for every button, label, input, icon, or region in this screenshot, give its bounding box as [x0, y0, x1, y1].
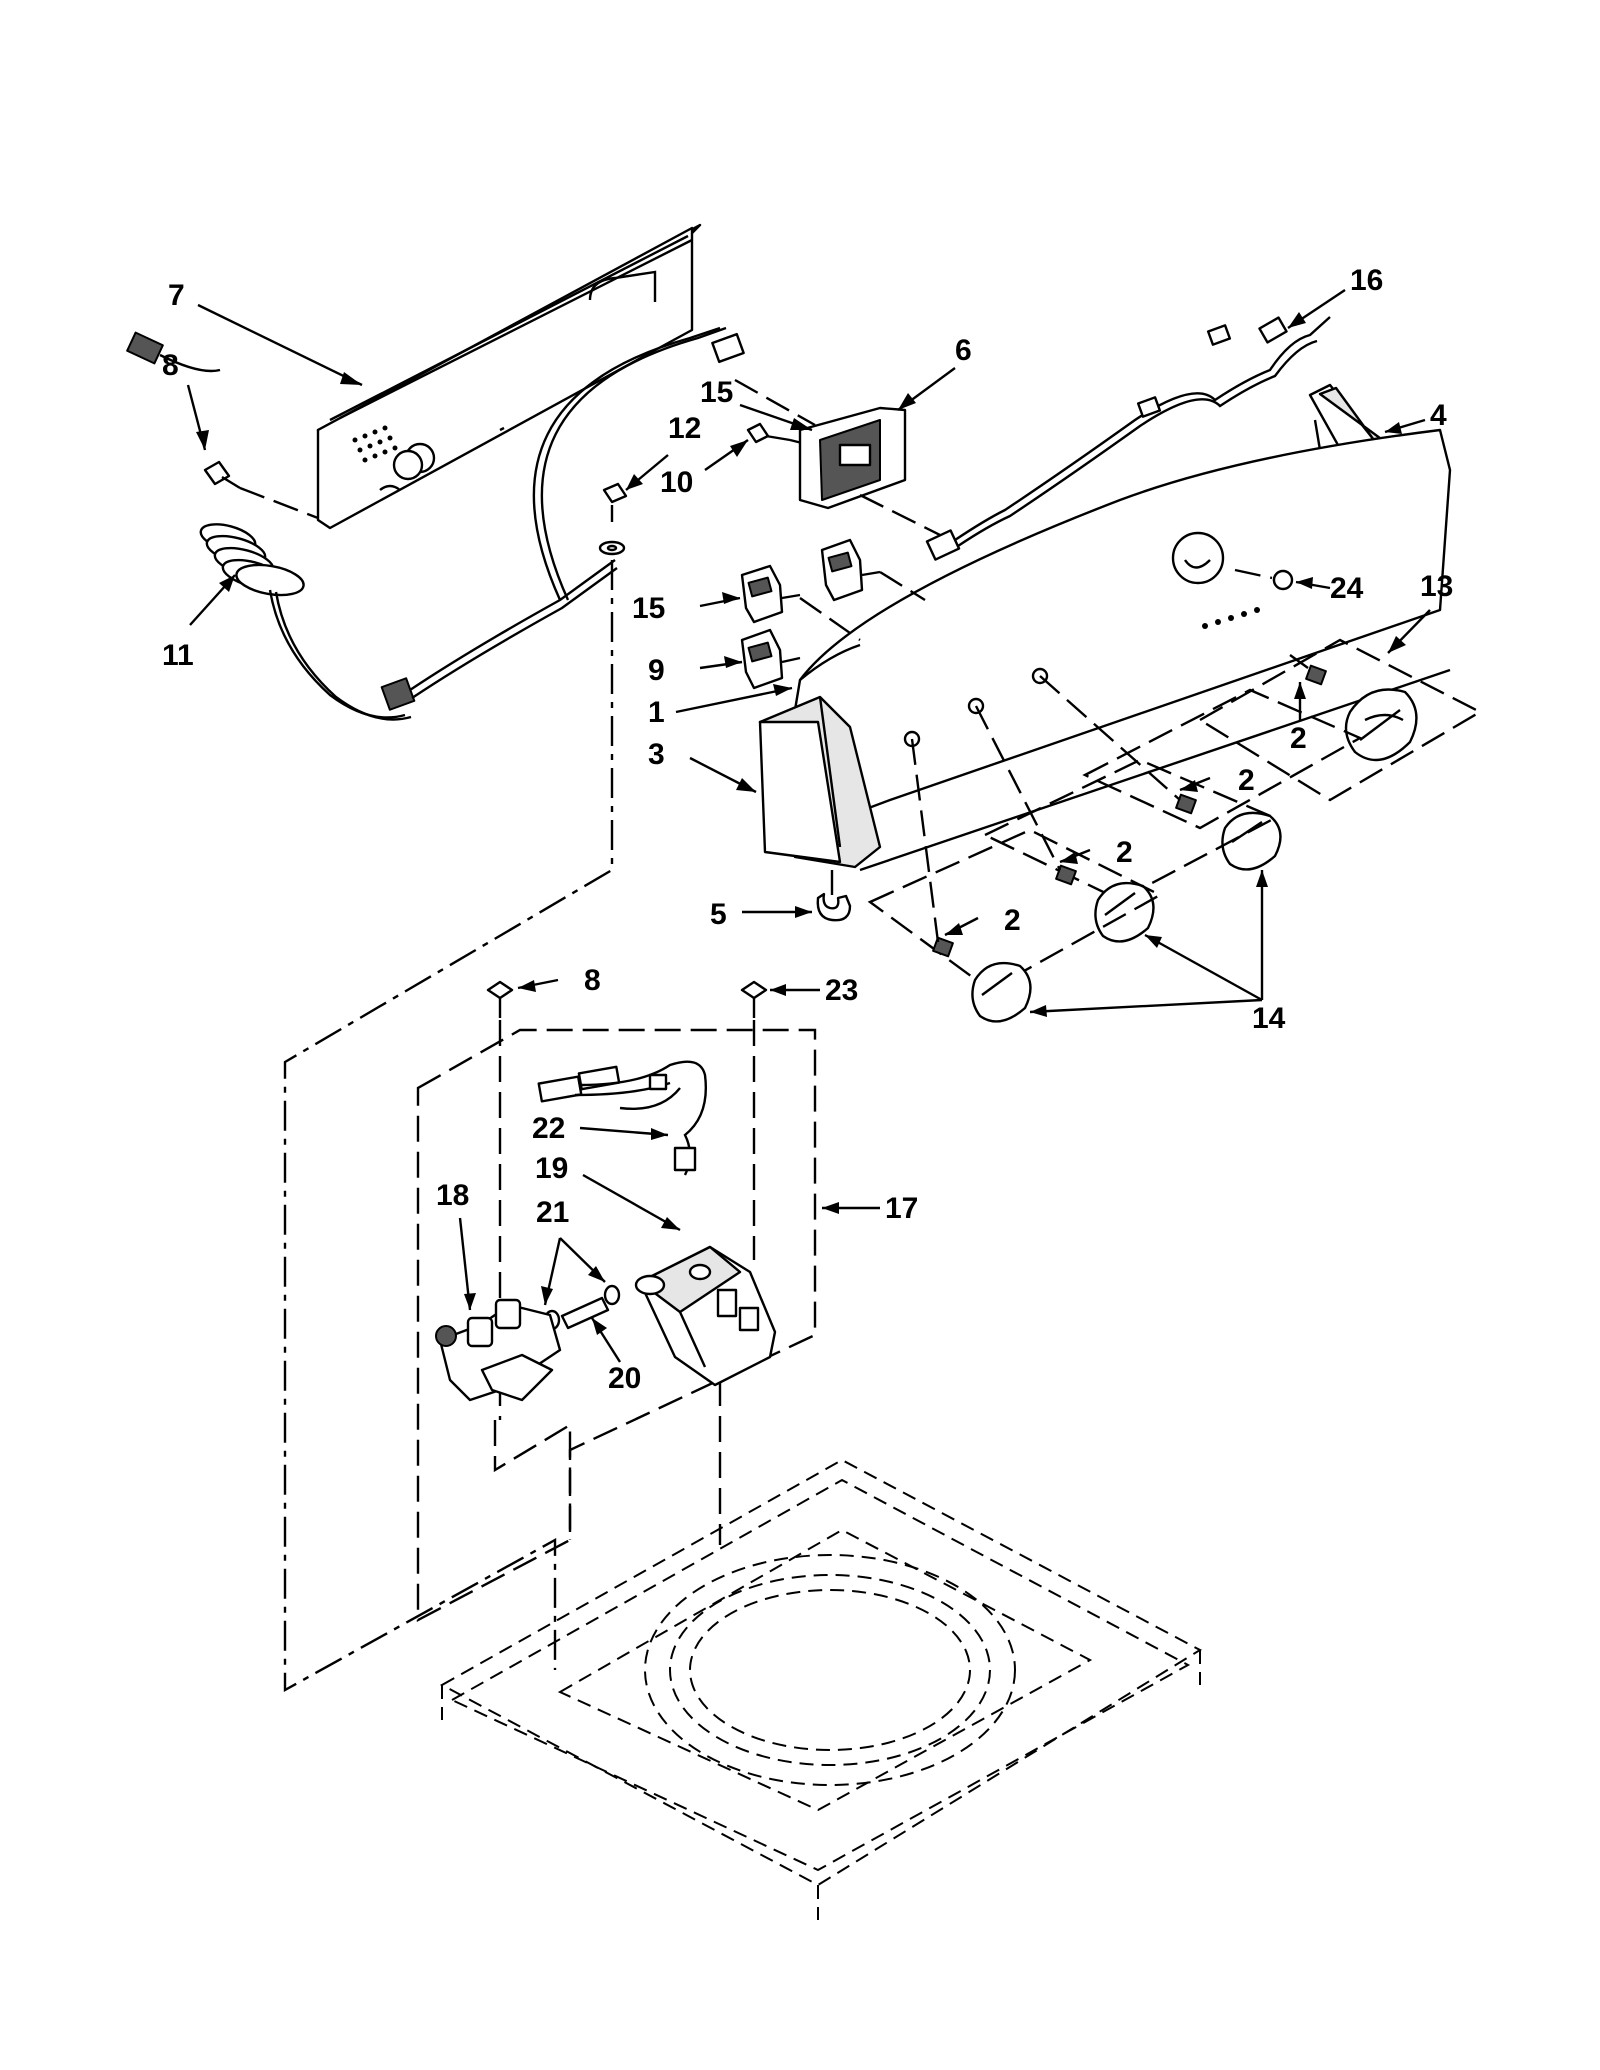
callout-8: 8: [584, 964, 601, 997]
cabinet-base-phantom: [439, 1458, 1203, 1920]
callout-8: 8: [162, 349, 179, 382]
callout-3: 3: [648, 738, 665, 771]
callout-4: 4: [1430, 399, 1447, 432]
part-15-switch-lower: [740, 564, 861, 641]
routing-line-12: [283, 560, 614, 1693]
part-8-screw-top: [203, 460, 319, 520]
harness-wire-7: [532, 326, 745, 601]
callout-16: 16: [1350, 264, 1383, 297]
callout-2: 2: [1116, 836, 1133, 869]
callout-15: 15: [700, 376, 733, 409]
callout-2: 2: [1290, 722, 1307, 755]
part-14-knob-group-3: [867, 738, 1163, 1023]
callout-18: 18: [436, 1179, 469, 1212]
part-5-clip: [816, 870, 852, 922]
part-22-harness: [537, 1060, 707, 1176]
callout-9: 9: [648, 654, 665, 687]
callout-1: 1: [648, 696, 665, 729]
callout-6: 6: [955, 334, 972, 367]
part-18-water-valve: [435, 1298, 562, 1402]
callout-22: 22: [532, 1112, 565, 1145]
leader-lines: [186, 289, 1431, 1363]
callout-5: 5: [710, 898, 727, 931]
part-7-rear-panel: [316, 223, 702, 530]
part-16-wire-harness: [925, 316, 1331, 561]
part-19-dispenser: [634, 1245, 777, 1387]
callout-2: 2: [1238, 764, 1255, 797]
routing-line-17: [493, 1420, 572, 1540]
indicator-lights: [1202, 607, 1260, 629]
callout-11: 11: [162, 639, 194, 672]
part-23-screw: [740, 980, 768, 1260]
part-1-console: [783, 428, 1452, 872]
part-6-control-board: [734, 378, 951, 542]
part-15-switch-upper: [820, 538, 926, 602]
callout-19: 19: [535, 1152, 568, 1185]
callout-2: 2: [1004, 904, 1021, 937]
part-10-screw: [746, 422, 811, 447]
part-14-knob-group-1: [1039, 675, 1363, 871]
callout-13: 13: [1420, 570, 1453, 603]
part-12-screw-washer: [598, 482, 628, 556]
callout-12: 12: [668, 412, 701, 445]
callout-14: 14: [1252, 1002, 1286, 1035]
part-20-hose: [560, 1296, 610, 1330]
part-24-button: [1234, 568, 1294, 591]
vent-holes: [352, 425, 398, 463]
callout-24: 24: [1330, 572, 1364, 605]
part-11-power-cord: [126, 331, 618, 721]
callout-20: 20: [608, 1362, 641, 1395]
callout-labels: 7 8 11 12 10 6 16 4 15 15 9 1 3 24 13 2 …: [162, 264, 1453, 1395]
callout-23: 23: [825, 974, 858, 1007]
callout-21: 21: [536, 1196, 569, 1229]
callout-15: 15: [632, 592, 665, 625]
callout-10: 10: [660, 466, 693, 499]
callout-7: 7: [168, 279, 185, 312]
part-14-knob-group-2: [974, 705, 1278, 943]
part-9-switch: [740, 628, 801, 690]
part-13-knob-group: [1197, 638, 1483, 802]
part-17-assembly-outline: [416, 1028, 817, 1622]
callout-17: 17: [885, 1192, 918, 1225]
part-3-end-cap-left: [758, 695, 882, 869]
